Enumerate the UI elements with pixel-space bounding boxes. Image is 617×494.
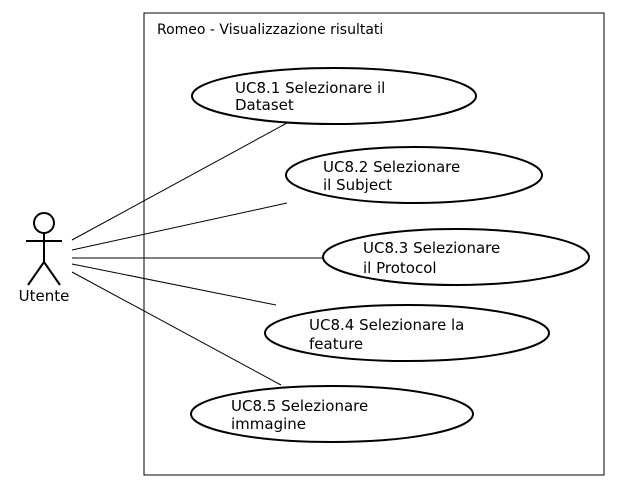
use-case-ellipse <box>264 304 550 362</box>
associations <box>71 122 324 386</box>
use-case-label-line2: il Protocol <box>363 259 437 277</box>
association-uc8-4 <box>71 263 277 306</box>
actor-left-leg <box>27 261 45 286</box>
actor-head <box>33 212 55 234</box>
use-case-ellipse <box>285 146 543 204</box>
use-case-ellipse <box>322 228 590 286</box>
actor-name: Utente <box>19 287 70 305</box>
use-case-ellipse <box>191 67 477 125</box>
use-case-label-line1: UC8.1 Selezionare il <box>235 79 385 97</box>
association-uc8-1 <box>71 122 288 241</box>
use-case-label-line1: UC8.5 Selezionare <box>231 397 368 415</box>
use-case-label-line2: immagine <box>231 415 306 433</box>
use-case-uc8-3[interactable]: UC8.3 Selezionare il Protocol <box>322 228 590 286</box>
use-case-label-line1: UC8.4 Selezionare la <box>309 316 464 334</box>
association-uc8-5 <box>71 271 282 386</box>
use-case-label-line2: il Subject <box>323 176 392 194</box>
use-case-uc8-4[interactable]: UC8.4 Selezionare la feature <box>264 304 550 362</box>
system-title: Romeo - Visualizzazione risultati <box>157 22 383 38</box>
use-case-uc8-1[interactable]: UC8.1 Selezionare il Dataset <box>191 67 477 125</box>
use-case-uc8-5[interactable]: UC8.5 Selezionare immagine <box>190 385 474 443</box>
actor-right-leg <box>43 261 61 286</box>
use-case-label-line2: feature <box>309 335 363 353</box>
association-uc8-2 <box>71 202 288 251</box>
use-case-uc8-2[interactable]: UC8.2 Selezionare il Subject <box>285 146 543 204</box>
system-boundary: Romeo - Visualizzazione risultati <box>143 12 605 476</box>
use-case-label-line1: UC8.2 Selezionare <box>323 158 460 176</box>
actor-utente <box>26 212 62 286</box>
use-case-ellipse <box>190 385 474 443</box>
use-case-label-line1: UC8.3 Selezionare <box>363 239 500 257</box>
use-case-label-line2: Dataset <box>235 96 294 114</box>
system-boundary-box <box>143 12 605 476</box>
